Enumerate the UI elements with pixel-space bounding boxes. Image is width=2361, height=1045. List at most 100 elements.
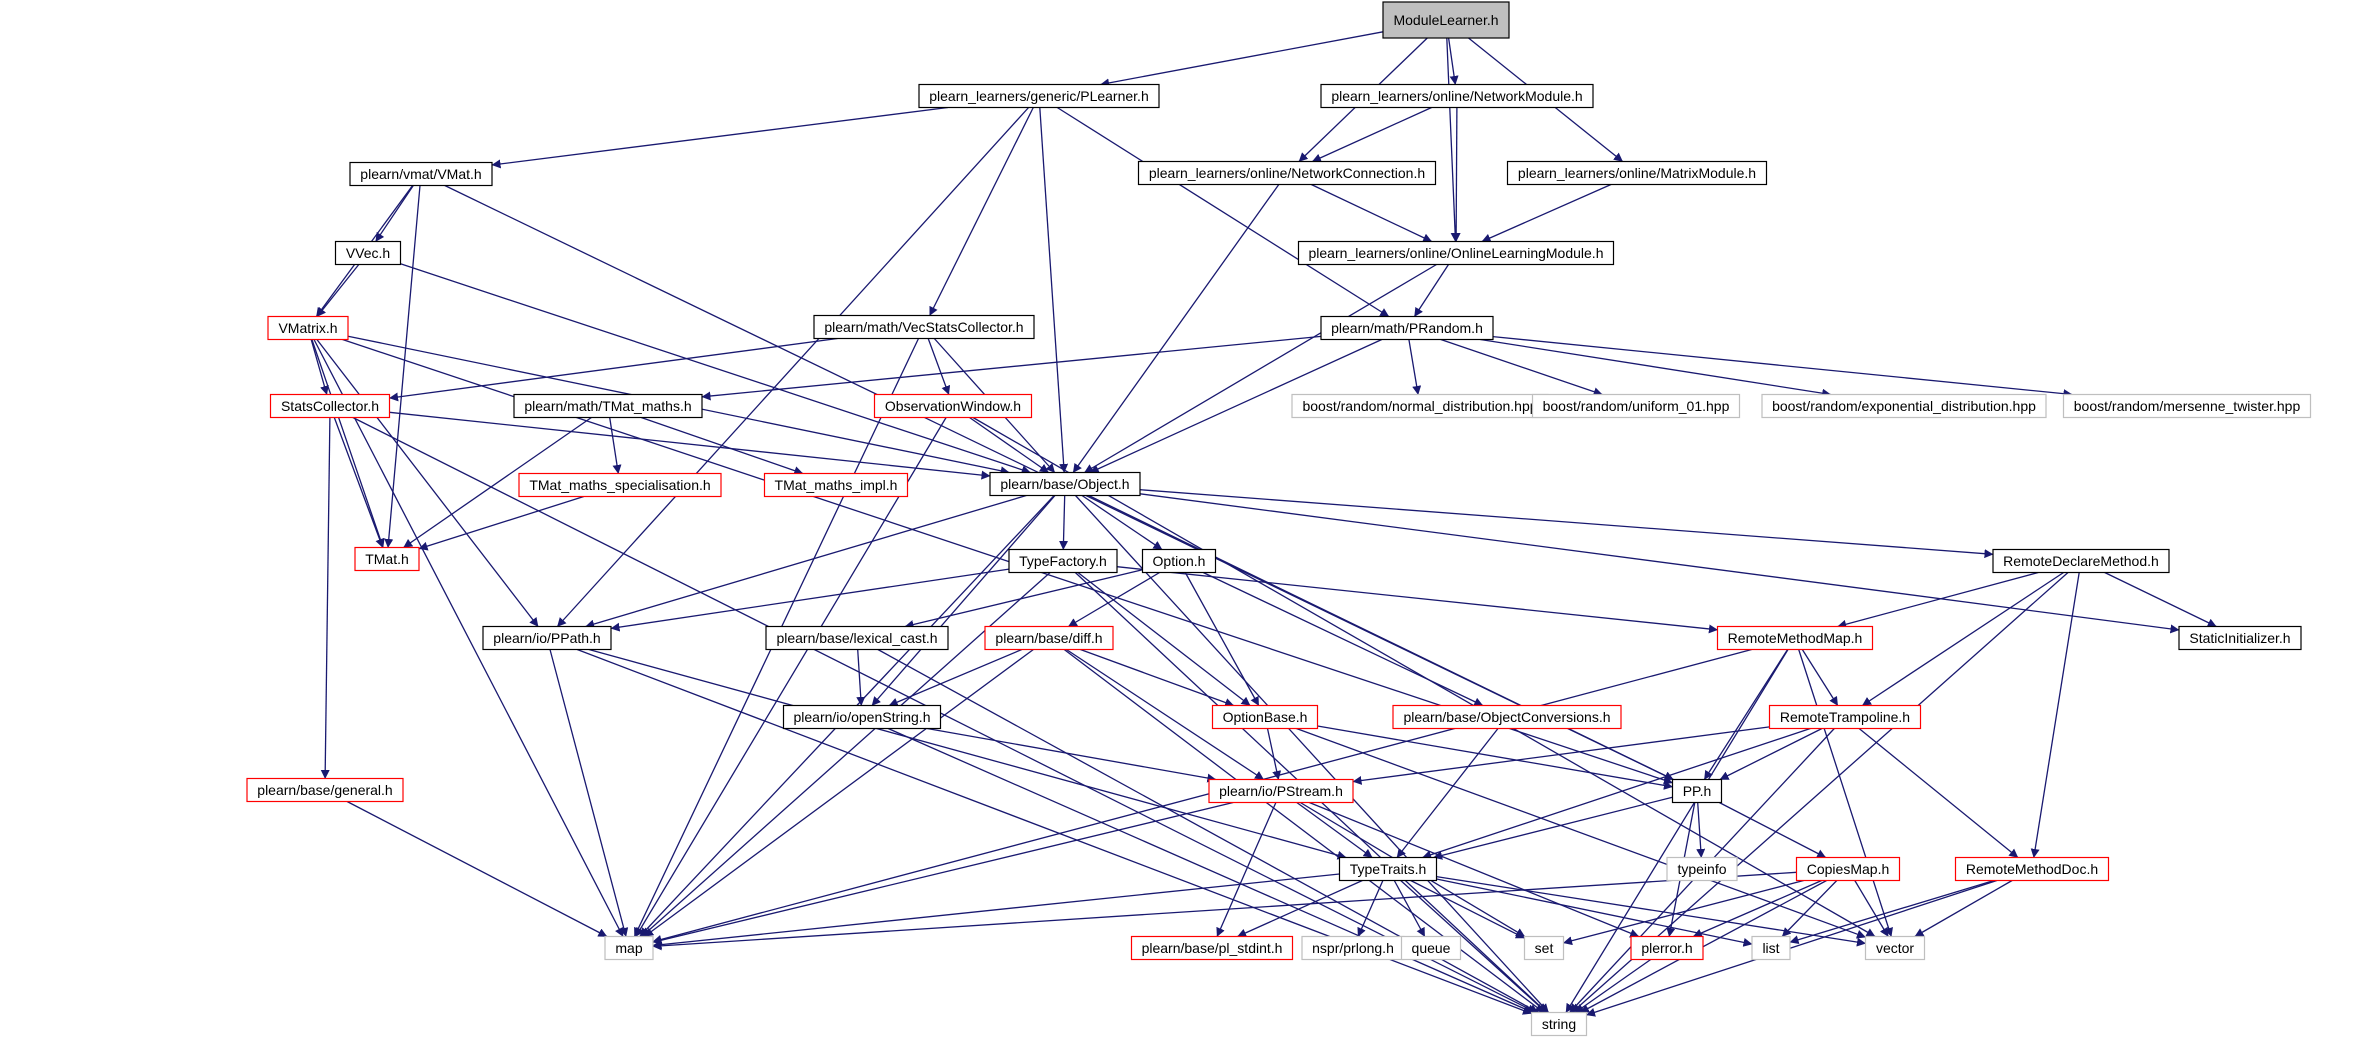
node-label-networkconnection: plearn_learners/online/NetworkConnection… (1149, 165, 1425, 181)
edge-networkconnection-to-object (1072, 184, 1280, 473)
node-box-expdist (1761, 393, 2047, 419)
node-prandom[interactable]: plearn/math/PRandom.h (1320, 315, 1494, 341)
node-expdist[interactable]: boost/random/exponential_distribution.hp… (1761, 393, 2047, 419)
node-object[interactable]: plearn/base/Object.h (989, 471, 1141, 497)
node-typeinfo[interactable]: typeinfo (1666, 856, 1738, 882)
edge-pstream-to-plstdint (1216, 802, 1277, 937)
node-tmatmaths[interactable]: plearn/math/TMat_maths.h (513, 393, 703, 419)
node-vector[interactable]: vector (1864, 935, 1926, 961)
node-modulelearner[interactable]: ModuleLearner.h (1382, 1, 1510, 39)
node-box-mersenne (2062, 393, 2312, 419)
node-observationwindow[interactable]: ObservationWindow.h (873, 393, 1033, 419)
edge-remotetrampoline-to-pp (1719, 727, 1823, 781)
edge-optionbase-to-pp (1317, 725, 1673, 790)
node-openstring[interactable]: plearn/io/openString.h (782, 704, 942, 730)
node-remotedeclaremethod[interactable]: RemoteDeclareMethod.h (1992, 548, 2170, 574)
node-label-set: set (1535, 940, 1554, 956)
edge-ppath-to-typetraits (588, 648, 1347, 860)
node-mersenne[interactable]: boost/random/mersenne_twister.hpp (2062, 393, 2312, 419)
node-plstdint[interactable]: plearn/base/pl_stdint.h (1130, 935, 1294, 961)
edge-typetraits-to-prlong (1357, 880, 1384, 937)
node-networkconnection[interactable]: plearn_learners/online/NetworkConnection… (1137, 160, 1437, 186)
node-label-remotemethoddoc: RemoteMethodDoc.h (1966, 861, 2098, 877)
node-pp[interactable]: PP.h (1671, 778, 1723, 804)
node-tmatimpl[interactable]: TMat_maths_impl.h (763, 472, 909, 498)
edge-objectconversions-to-typetraits (1396, 728, 1499, 858)
node-statscollector[interactable]: StatsCollector.h (269, 393, 391, 419)
node-general[interactable]: plearn/base/general.h (246, 777, 404, 803)
node-uniform01[interactable]: boost/random/uniform_01.hpp (1531, 393, 1741, 419)
node-label-typeinfo: typeinfo (1677, 861, 1726, 877)
node-optionbase[interactable]: OptionBase.h (1211, 704, 1319, 730)
node-remotemethoddoc[interactable]: RemoteMethodDoc.h (1954, 856, 2110, 882)
edge-typefactory-to-optionbase (1077, 571, 1251, 707)
node-networkmodule[interactable]: plearn_learners/online/NetworkModule.h (1320, 83, 1594, 109)
edge-pstream-to-plerror (1309, 801, 1640, 938)
node-copiesmap[interactable]: CopiesMap.h (1795, 856, 1901, 882)
node-ppath[interactable]: plearn/io/PPath.h (482, 625, 612, 651)
node-lexicalcast[interactable]: plearn/base/lexical_cast.h (765, 625, 949, 651)
node-box-openstring (782, 704, 942, 730)
edge-plearner-to-object (1039, 107, 1069, 473)
node-box-map (604, 935, 654, 961)
node-normaldist[interactable]: boost/random/normal_distribution.hpp (1291, 393, 1549, 419)
node-queue[interactable]: queue (1400, 935, 1462, 961)
node-box-plearner (918, 83, 1160, 109)
edge-plearner-to-ppath (556, 107, 1030, 627)
node-pstream[interactable]: plearn/io/PStream.h (1208, 778, 1354, 804)
node-vmat[interactable]: plearn/vmat/VMat.h (349, 161, 493, 187)
node-label-tmatmaths: plearn/math/TMat_maths.h (524, 398, 691, 414)
edge-modulelearner-to-plearner (1100, 31, 1384, 88)
node-tmatspec[interactable]: TMat_maths_specialisation.h (518, 472, 722, 498)
node-diff[interactable]: plearn/base/diff.h (984, 625, 1114, 651)
edge-onlinelearningmodule-to-object (1084, 263, 1437, 474)
edge-plearner-to-prandom (1056, 106, 1390, 318)
edge-copiesmap-to-plerror (1692, 879, 1822, 938)
node-objectconversions[interactable]: plearn/base/ObjectConversions.h (1392, 704, 1622, 730)
edge-object-to-staticinitializer (1139, 493, 2180, 634)
node-map[interactable]: map (604, 935, 654, 961)
node-typefactory[interactable]: TypeFactory.h (1008, 548, 1118, 574)
edge-vecstatscollector-to-statscollector (389, 337, 838, 402)
node-box-string (1530, 1011, 1588, 1037)
node-box-typetraits (1338, 856, 1438, 882)
node-prlong[interactable]: nspr/prlong.h (1301, 935, 1405, 961)
node-vmatrix[interactable]: VMatrix.h (267, 315, 349, 341)
edge-pp-to-typetraits (1433, 796, 1673, 860)
node-label-uniform01: boost/random/uniform_01.hpp (1543, 398, 1730, 414)
node-box-typeinfo (1666, 856, 1738, 882)
node-vvec[interactable]: VVec.h (334, 240, 402, 266)
node-box-tmatimpl (763, 472, 909, 498)
node-matrixmodule[interactable]: plearn_learners/online/MatrixModule.h (1506, 160, 1768, 186)
node-string[interactable]: string (1530, 1011, 1588, 1037)
node-label-onlinelearningmodule: plearn_learners/online/OnlineLearningMod… (1309, 245, 1604, 261)
node-box-option (1141, 548, 1217, 574)
node-label-typetraits: TypeTraits.h (1350, 861, 1427, 877)
edge-optionbase-to-pstream (1266, 728, 1282, 780)
nodes-layer: ModuleLearner.h plearn_learners/generic/P… (246, 1, 2312, 1037)
node-box-uniform01 (1531, 393, 1741, 419)
node-typetraits[interactable]: TypeTraits.h (1338, 856, 1438, 882)
node-tmat[interactable]: TMat.h (354, 546, 420, 572)
node-box-tmat (354, 546, 420, 572)
edge-remotetrampoline-to-remotemethoddoc (1858, 727, 2019, 859)
node-label-modulelearner: ModuleLearner.h (1393, 12, 1498, 28)
node-option[interactable]: Option.h (1141, 548, 1217, 574)
edge-prandom-to-object (1089, 338, 1383, 474)
node-label-general: plearn/base/general.h (257, 782, 392, 798)
node-label-copiesmap: CopiesMap.h (1807, 861, 1890, 877)
node-plearner[interactable]: plearn_learners/generic/PLearner.h (918, 83, 1160, 109)
node-label-prandom: plearn/math/PRandom.h (1331, 320, 1483, 336)
node-onlinelearningmodule[interactable]: plearn_learners/online/OnlineLearningMod… (1297, 240, 1615, 266)
node-remotemethodmap[interactable]: RemoteMethodMap.h (1716, 625, 1874, 651)
node-list[interactable]: list (1751, 935, 1791, 961)
node-vecstatscollector[interactable]: plearn/math/VecStatsCollector.h (813, 314, 1035, 340)
node-label-observationwindow: ObservationWindow.h (885, 398, 1021, 414)
node-plerror[interactable]: plerror.h (1630, 935, 1704, 961)
node-set[interactable]: set (1523, 935, 1565, 961)
node-staticinitializer[interactable]: StaticInitializer.h (2178, 625, 2302, 651)
edge-tmatspec-to-tmat (418, 495, 584, 551)
node-remotetrampoline[interactable]: RemoteTrampoline.h (1768, 704, 1922, 730)
node-label-pp: PP.h (1683, 783, 1712, 799)
edge-vvec-to-vmatrix (316, 264, 360, 317)
